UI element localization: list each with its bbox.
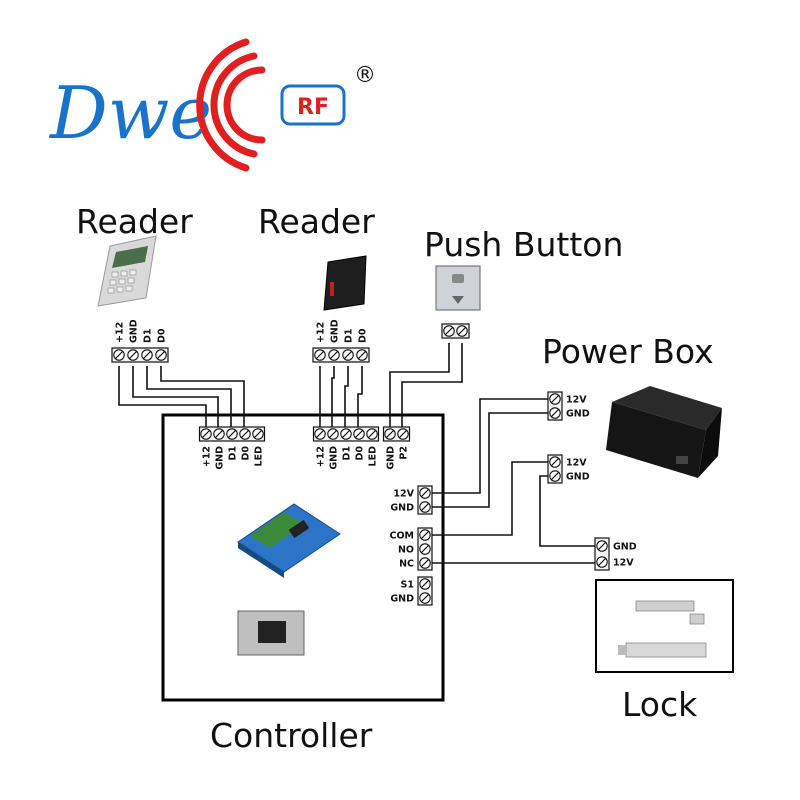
pin-label: GND (386, 446, 397, 470)
pin-label: GND (390, 594, 414, 605)
pin-label: GND (330, 319, 341, 343)
pin-label: +12 (316, 446, 327, 467)
pin-label: D1 (228, 446, 239, 461)
pin-label: D0 (157, 328, 168, 343)
controller-board-image (237, 503, 341, 578)
reader2-title: Reader (258, 202, 375, 241)
controller-box (161, 413, 445, 702)
power-output2-terminal: 12V GND (547, 454, 590, 484)
pin-label: D1 (344, 329, 355, 344)
pin-label: P2 (399, 446, 410, 460)
pin-label: D0 (355, 446, 366, 461)
pin-label: GND (215, 446, 226, 470)
rf-waves-icon (196, 38, 266, 172)
rj45-port-image (237, 610, 305, 656)
pin-label: GND (329, 446, 340, 470)
lock-image (618, 600, 707, 658)
keypad-reader-image (97, 235, 157, 307)
brand-name: Dwe (48, 71, 212, 155)
rf-badge-text: RF (297, 95, 329, 120)
lock-terminal: GND 12V (594, 537, 637, 571)
lock-box (595, 579, 734, 673)
pin-label: +12 (115, 322, 126, 343)
pin-label: 12V (566, 395, 587, 406)
brand-logo: Dwe RF ® (48, 38, 376, 172)
rf-badge (280, 84, 346, 126)
reader1-title: Reader (76, 202, 193, 241)
pin-label: +12 (202, 446, 213, 467)
pin-label: LED (368, 446, 379, 467)
pin-label: GND (566, 409, 590, 420)
push-button-terminal (441, 323, 470, 339)
pin-label: GND (613, 542, 637, 553)
pin-label: NC (399, 559, 414, 570)
pin-label: 12V (566, 458, 587, 469)
power-box-image (606, 386, 722, 478)
pin-label: D1 (143, 329, 154, 344)
pin-label: GND (566, 472, 590, 483)
pin-label: NO (398, 545, 414, 556)
pin-label: COM (389, 531, 414, 542)
pin-label: D0 (358, 328, 369, 343)
card-reader-image (323, 255, 367, 311)
pin-label: D0 (241, 446, 252, 461)
power-box-title: Power Box (542, 332, 714, 371)
controller-power-terminal: 12V GND (390, 485, 433, 515)
push-button-title: Push Button (424, 225, 623, 264)
power-output1-terminal: 12V GND (547, 391, 590, 421)
exit-button-image (435, 265, 481, 311)
registered-mark: ® (354, 63, 376, 88)
controller-title: Controller (210, 716, 373, 755)
pin-label: S1 (401, 580, 414, 591)
pin-label: +12 (316, 322, 327, 343)
pin-label: 12V (393, 489, 414, 500)
pin-label: D1 (342, 446, 353, 461)
lock-title: Lock (622, 685, 698, 724)
controller-relay-terminal: COM NO NC (389, 527, 433, 571)
pin-label: 12V (613, 558, 634, 569)
pin-label: GND (390, 503, 414, 514)
pin-label: GND (129, 319, 140, 343)
pin-label: LED (254, 446, 265, 467)
